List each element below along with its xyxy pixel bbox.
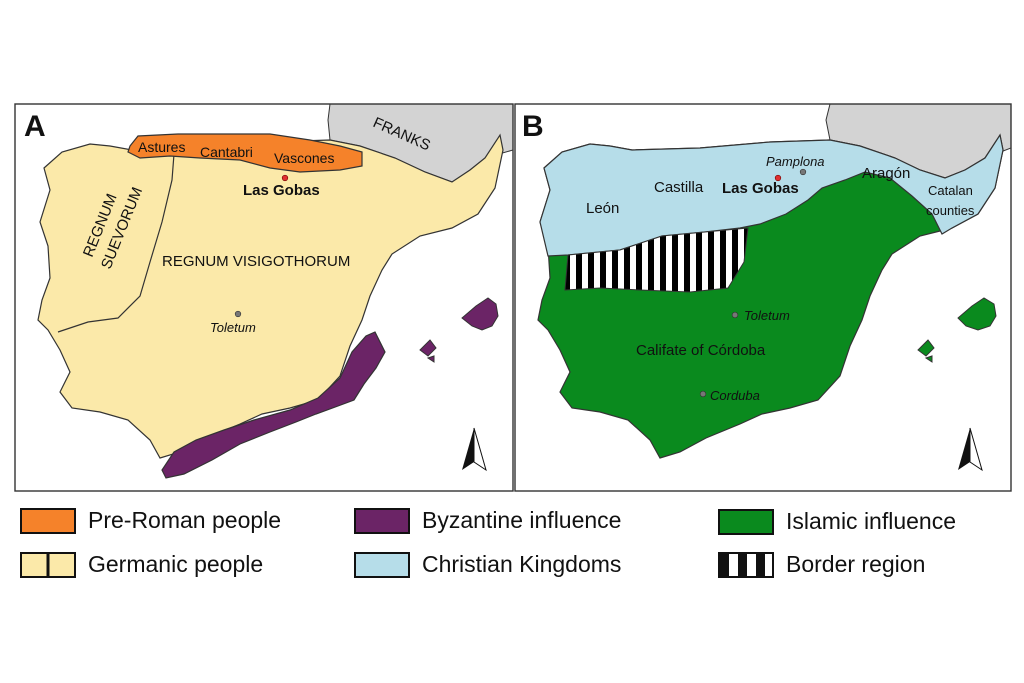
label-catalan-2: counties [926, 203, 975, 218]
legend-swatch-byzantine [354, 507, 410, 534]
byzantine-region [161, 331, 386, 479]
panel-a-letter: A [24, 110, 46, 143]
label-toletum-b: Toletum [744, 308, 790, 323]
legend-label-germanic: Germanic people [88, 551, 264, 577]
label-pamplona: Pamplona [766, 154, 825, 169]
menorca-island-b [924, 355, 933, 363]
legend-item-islamic: Islamic influence [718, 508, 956, 535]
label-cantabri: Cantabri [200, 144, 253, 160]
las-gobas-marker-b [774, 174, 782, 182]
label-vascones: Vascones [274, 150, 334, 166]
legend-label-border: Border region [786, 551, 926, 577]
north-arrow-icon-a [462, 427, 487, 472]
legend-swatch-christian [354, 551, 410, 578]
label-catalan-1: Catalan [928, 183, 973, 198]
las-gobas-marker-a [281, 174, 289, 182]
label-castilla: Castilla [654, 179, 704, 196]
panel-a-frame [14, 103, 514, 492]
legend-swatch-islamic [718, 508, 774, 535]
majorca-island-a [461, 297, 499, 331]
legend-label-byzantine: Byzantine influence [422, 507, 622, 533]
pre-roman-region [127, 133, 363, 173]
label-toletum-a: Toletum [210, 320, 256, 335]
legend-item-germanic: Germanic people [20, 551, 263, 578]
ibiza-island-a [419, 339, 437, 357]
label-corduba: Corduba [710, 388, 760, 403]
legend-label-pre-roman: Pre-Roman people [88, 507, 282, 533]
legend-swatch-pre-roman [20, 507, 76, 534]
legend-item-pre-roman: Pre-Roman people [20, 507, 281, 534]
label-regnum-visigothorum: REGNUM VISIGOTHORUM [162, 253, 350, 270]
legend-label-christian: Christian Kingdoms [422, 551, 622, 577]
iberia-germanic-region [37, 133, 504, 459]
legend-item-border: Border region [718, 551, 925, 578]
toletum-marker-b [731, 311, 739, 319]
ibiza-island-b [917, 339, 935, 357]
suevorum-border [57, 153, 175, 333]
label-las-gobas-b: Las Gobas [722, 180, 799, 197]
label-astures: Astures [138, 139, 185, 155]
menorca-island-a [426, 355, 435, 363]
majorca-island-b [957, 297, 997, 331]
panel-b-frame [514, 103, 1012, 492]
legend-item-christian: Christian Kingdoms [354, 551, 621, 578]
label-aragon: Aragón [862, 165, 910, 182]
legend-swatch-border [718, 551, 774, 578]
legend-item-byzantine: Byzantine influence [354, 507, 621, 534]
panel-b: B Pamplona Castilla Las Gobas Aragón Leó… [515, 104, 1011, 491]
panel-a: A FRANKS Astures Cantabri Vascones Las G… [15, 104, 513, 491]
label-leon: León [586, 200, 619, 217]
label-califate: Califate of Córdoba [636, 342, 766, 359]
north-arrow-icon-b [958, 427, 983, 472]
christian-kingdoms-region [539, 133, 1004, 257]
legend-swatch-germanic [20, 551, 76, 578]
label-las-gobas-a: Las Gobas [243, 182, 320, 199]
corduba-marker [699, 390, 707, 398]
pamplona-marker [799, 168, 807, 176]
legend-label-islamic: Islamic influence [786, 508, 957, 534]
panel-b-letter: B [522, 110, 544, 143]
toletum-marker-a [234, 310, 242, 318]
